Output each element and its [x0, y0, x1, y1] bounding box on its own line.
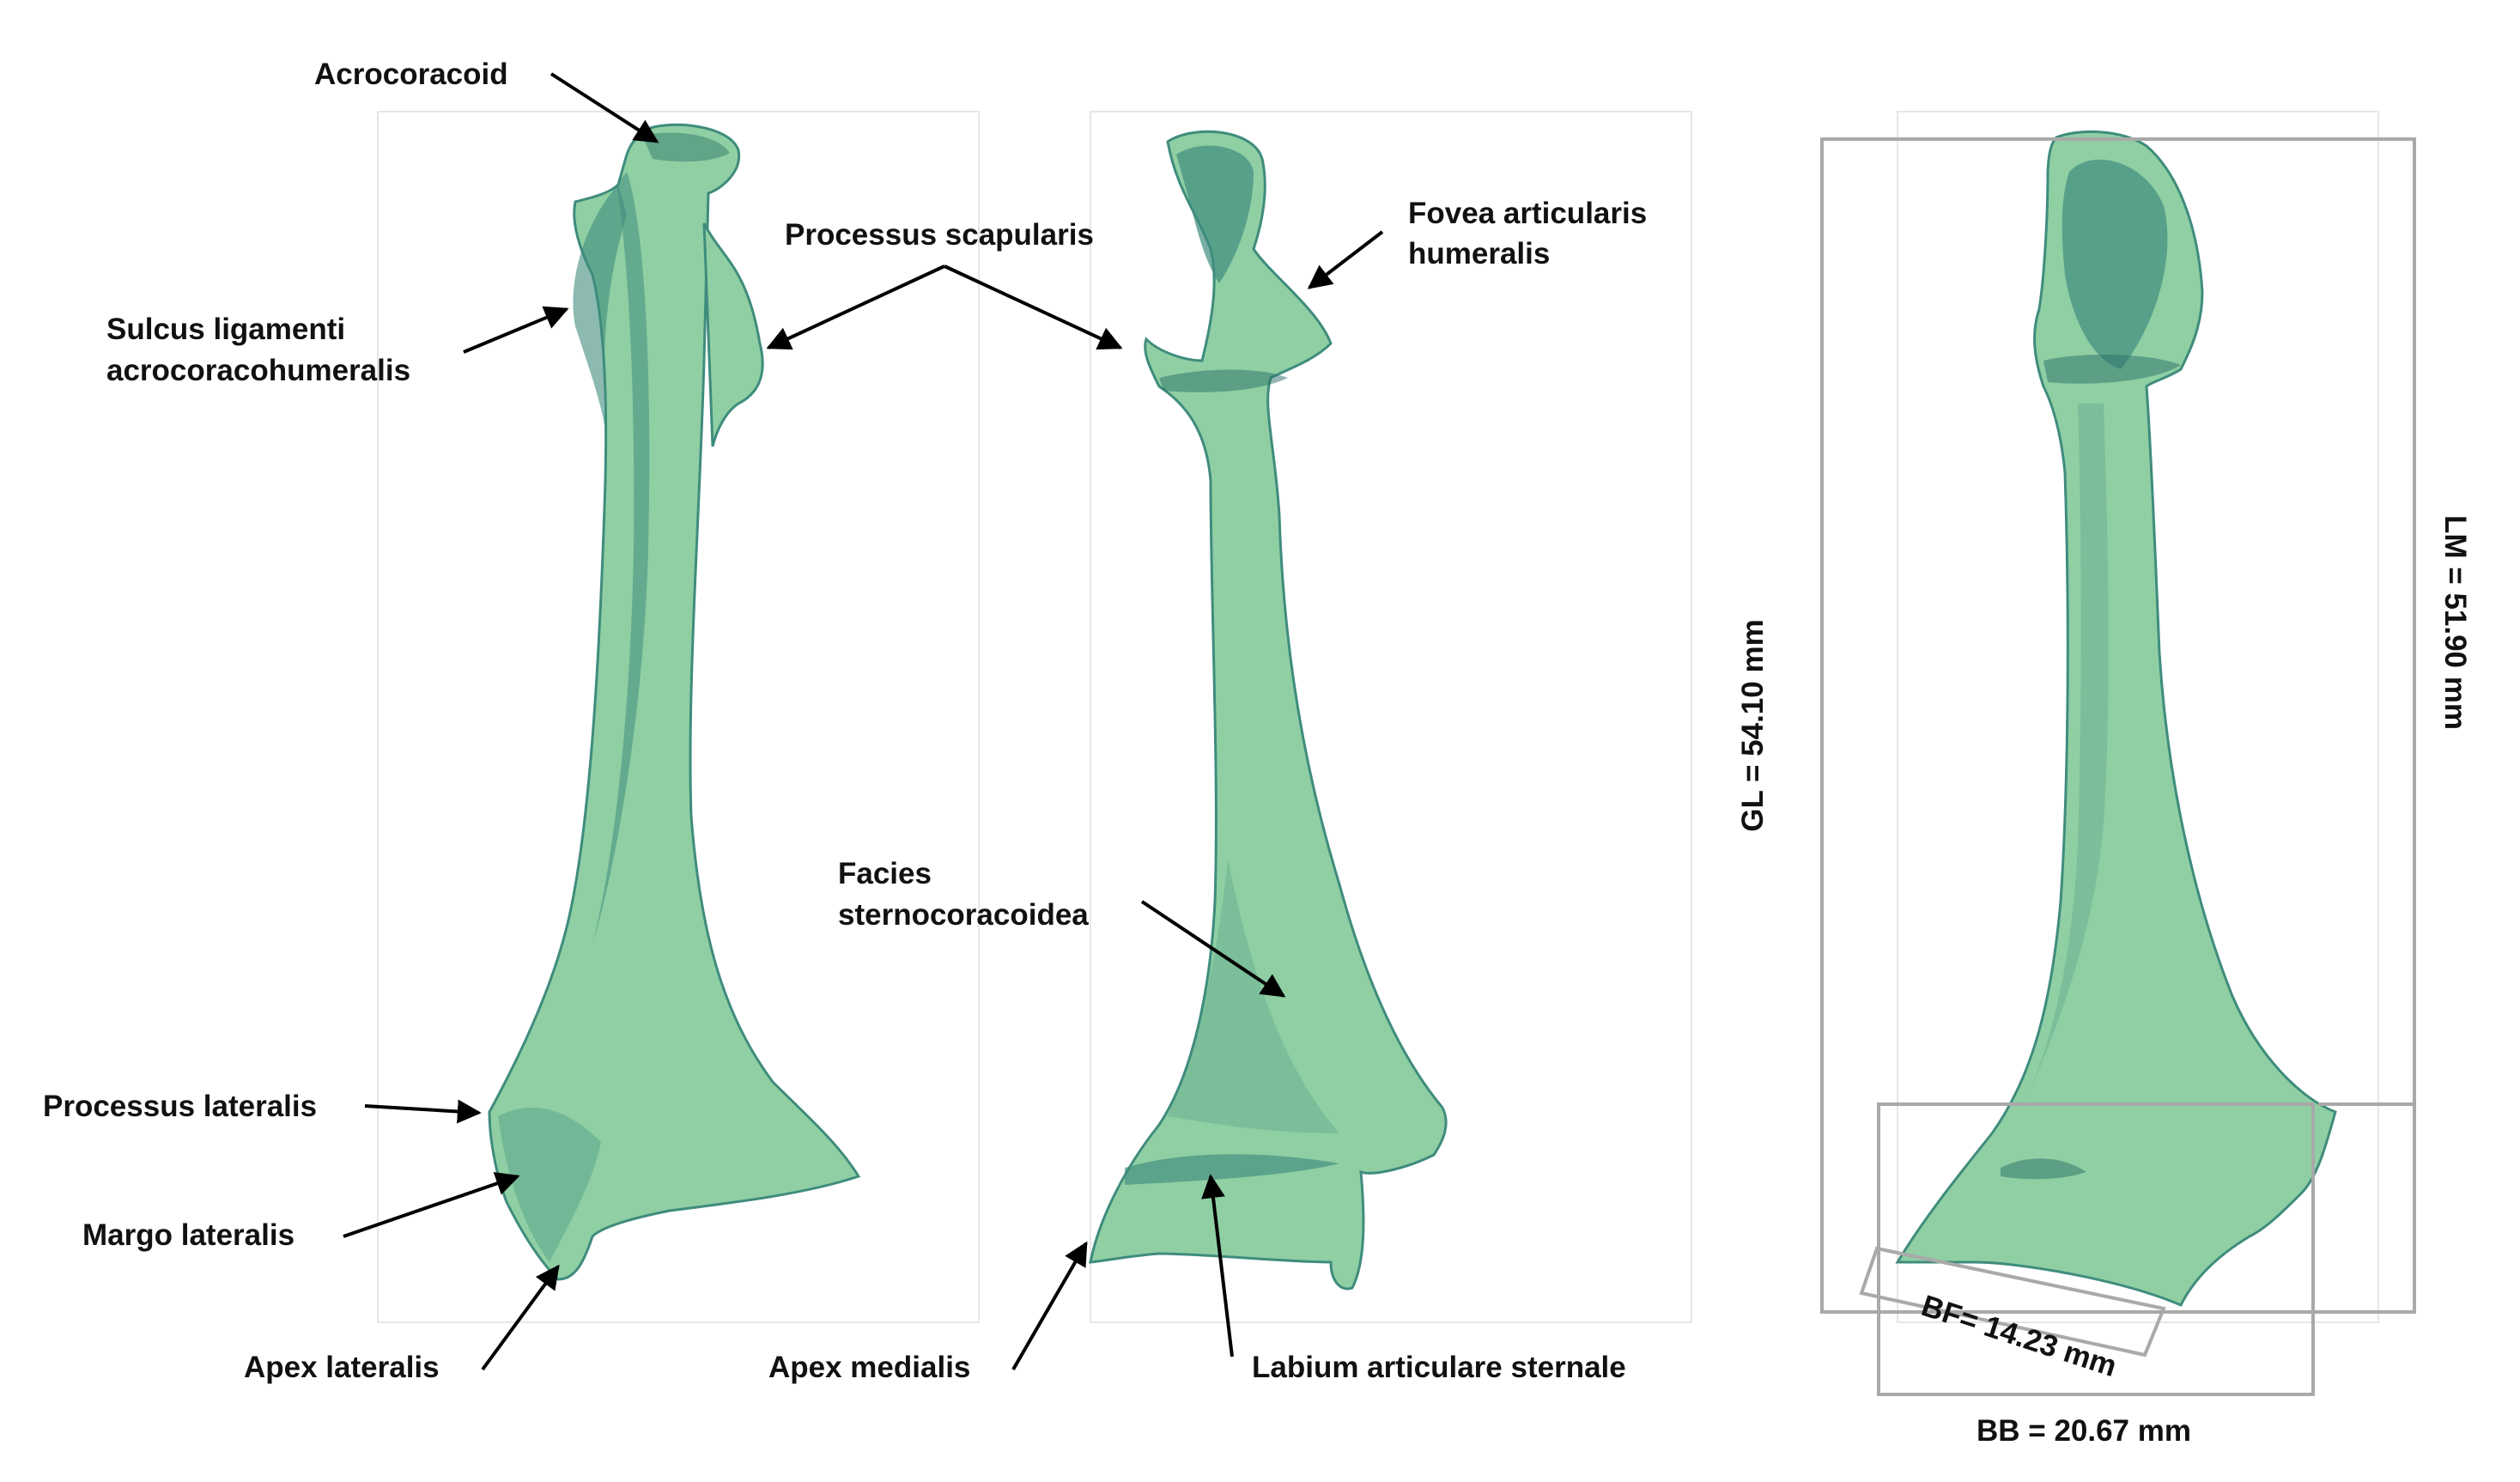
coracoid-medial-labium-groove [1125, 1154, 1339, 1185]
label-facies-line2: sternocoracoidea [838, 898, 1089, 932]
gl-measure-box [1820, 137, 2416, 1314]
arrow-margo-lateralis [343, 1171, 520, 1238]
label-fovea-line1: Fovea articularis [1408, 197, 1647, 230]
label-labium-articulare-sternale: Labium articulare sternale [1252, 1351, 1626, 1384]
arrow-facies-sternocoracoidea [1140, 900, 1286, 998]
coracoid-lateral-sulcus-ridge [573, 185, 627, 429]
coracoid-measured-body [1895, 131, 2337, 1307]
coracoid-lateral-base-texture [498, 1108, 601, 1262]
measure-bb-label: BB = 20.67 mm [1977, 1414, 2191, 1448]
coracoid-measured-fovea [2062, 159, 2168, 369]
scan-frame-middle [1090, 111, 1692, 1323]
leader-arrows [343, 72, 1384, 1371]
scan-frame-right [1897, 111, 2379, 1323]
label-processus-lateralis: Processus lateralis [43, 1090, 317, 1123]
coracoid-lateral-shaft-shadow [592, 172, 650, 944]
arrow-acrocoracoid [550, 72, 659, 143]
coracoid-measured-base-groove [2001, 1158, 2086, 1180]
label-fovea-line2: humeralis [1408, 237, 1550, 270]
scan-frame-left [377, 111, 980, 1323]
measure-gl-label: GL = 54.10 mm [1736, 619, 1770, 831]
arrow-processus-scapularis-right [944, 264, 1123, 350]
label-facies-line1: Facies [838, 857, 932, 890]
coracoid-measured-neck-band [2043, 355, 2181, 384]
arrow-processus-lateralis [364, 1099, 482, 1124]
label-sulcus-line2: acrocoracohumeralis [106, 354, 410, 387]
coracoid-medial-body [1089, 130, 1448, 1291]
coracoid-lateral-body [488, 123, 861, 1281]
arrow-processus-scapularis-left [766, 264, 945, 350]
coracoid-lateral-scapular-process [702, 222, 764, 447]
label-apex-lateralis: Apex lateralis [244, 1351, 440, 1384]
measure-lm-label: LM = 51.90 mm [2438, 515, 2472, 730]
measurement-boxes [1820, 137, 2416, 1396]
arrow-labium-articulare [1201, 1174, 1234, 1357]
arrow-apex-medialis [1011, 1241, 1088, 1371]
anatomical-labels: Acrocoracoid Processus scapularis Fovea … [43, 58, 1647, 1384]
label-apex-medialis: Apex medialis [768, 1351, 970, 1384]
label-sulcus-line1: Sulcus ligamenti [106, 313, 345, 346]
bf-measure-box [1859, 1246, 2166, 1357]
arrow-sulcus-ligamenti [463, 306, 569, 354]
coracoid-medial-fovea [1176, 145, 1254, 283]
coracoid-medial-view [1089, 130, 1448, 1291]
coracoid-measured-view [1895, 131, 2337, 1307]
arrow-fovea-articularis [1307, 230, 1384, 289]
measure-bf-label: BF= 14.23 mm [1917, 1289, 2121, 1383]
arrow-apex-lateralis [481, 1264, 560, 1371]
coracoid-medial-facies-shade [1168, 859, 1339, 1133]
label-acrocoracoid: Acrocoracoid [314, 58, 508, 91]
coracoid-measured-shaft-shade [2026, 404, 2109, 1099]
label-processus-scapularis: Processus scapularis [785, 218, 1094, 252]
label-margo-lateralis: Margo lateralis [82, 1218, 295, 1252]
coracoid-lateral-head-texture [642, 132, 730, 162]
coracoid-lateral-view [488, 123, 861, 1281]
coracoid-medial-neck-band [1159, 369, 1288, 392]
